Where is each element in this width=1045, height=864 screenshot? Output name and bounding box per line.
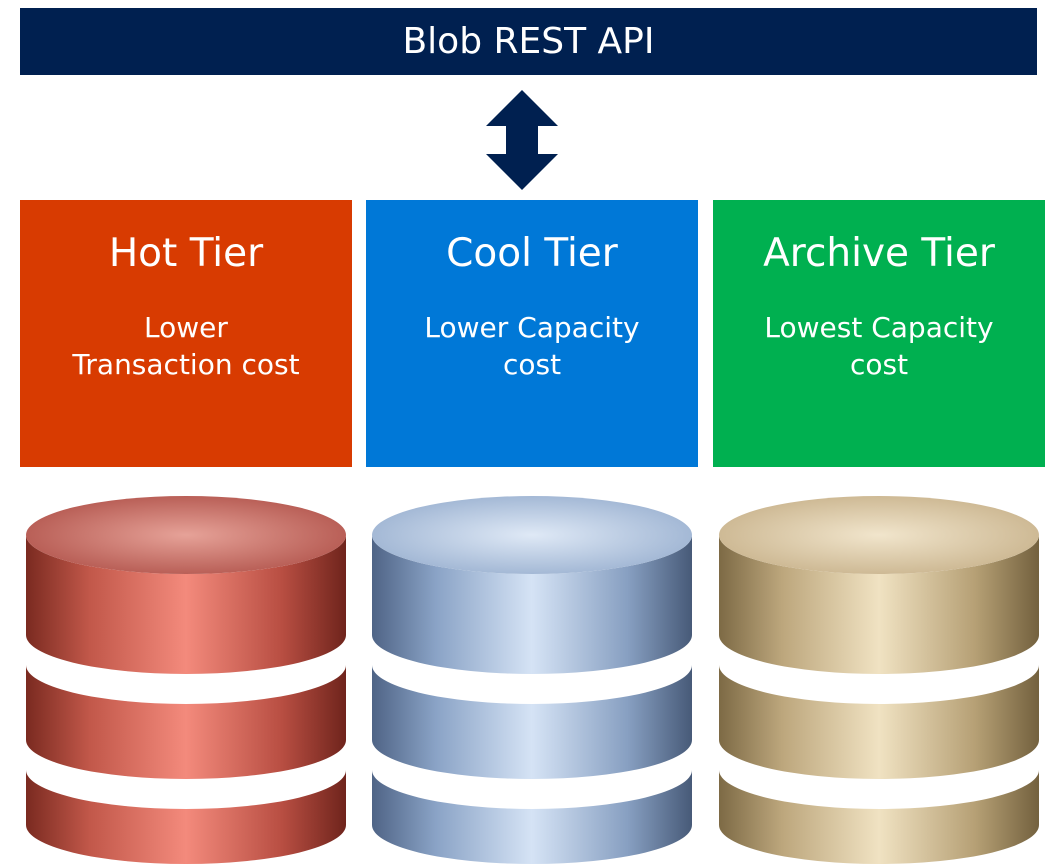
tier-desc-line2: Transaction cost [72,348,300,381]
tier-box-archive: Archive Tier Lowest Capacity cost [713,200,1045,467]
tier-description: Lower Capacity cost [366,309,698,383]
tier-box-cool: Cool Tier Lower Capacity cost [366,200,698,467]
tier-desc-line1: Lower [144,311,228,344]
database-icon-archive [719,496,1039,864]
blob-rest-api-header: Blob REST API [20,8,1037,75]
tier-desc-line2: cost [502,348,562,381]
tier-desc-line1: Lowest Capacity [764,311,994,344]
tier-desc-line2: cost [849,348,909,381]
tier-title: Cool Tier [446,231,618,276]
tier-desc-line1: Lower Capacity [424,311,640,344]
database-icon-cool [372,496,692,864]
tier-box-hot: Hot Tier Lower Transaction cost [20,200,352,467]
tier-description: Lower Transaction cost [20,309,352,383]
database-icon-hot [26,496,346,864]
tier-title: Hot Tier [108,231,264,276]
double-arrow-icon [486,90,558,190]
api-title: Blob REST API [402,21,655,62]
tier-title: Archive Tier [763,231,995,276]
tier-description: Lowest Capacity cost [713,309,1045,383]
